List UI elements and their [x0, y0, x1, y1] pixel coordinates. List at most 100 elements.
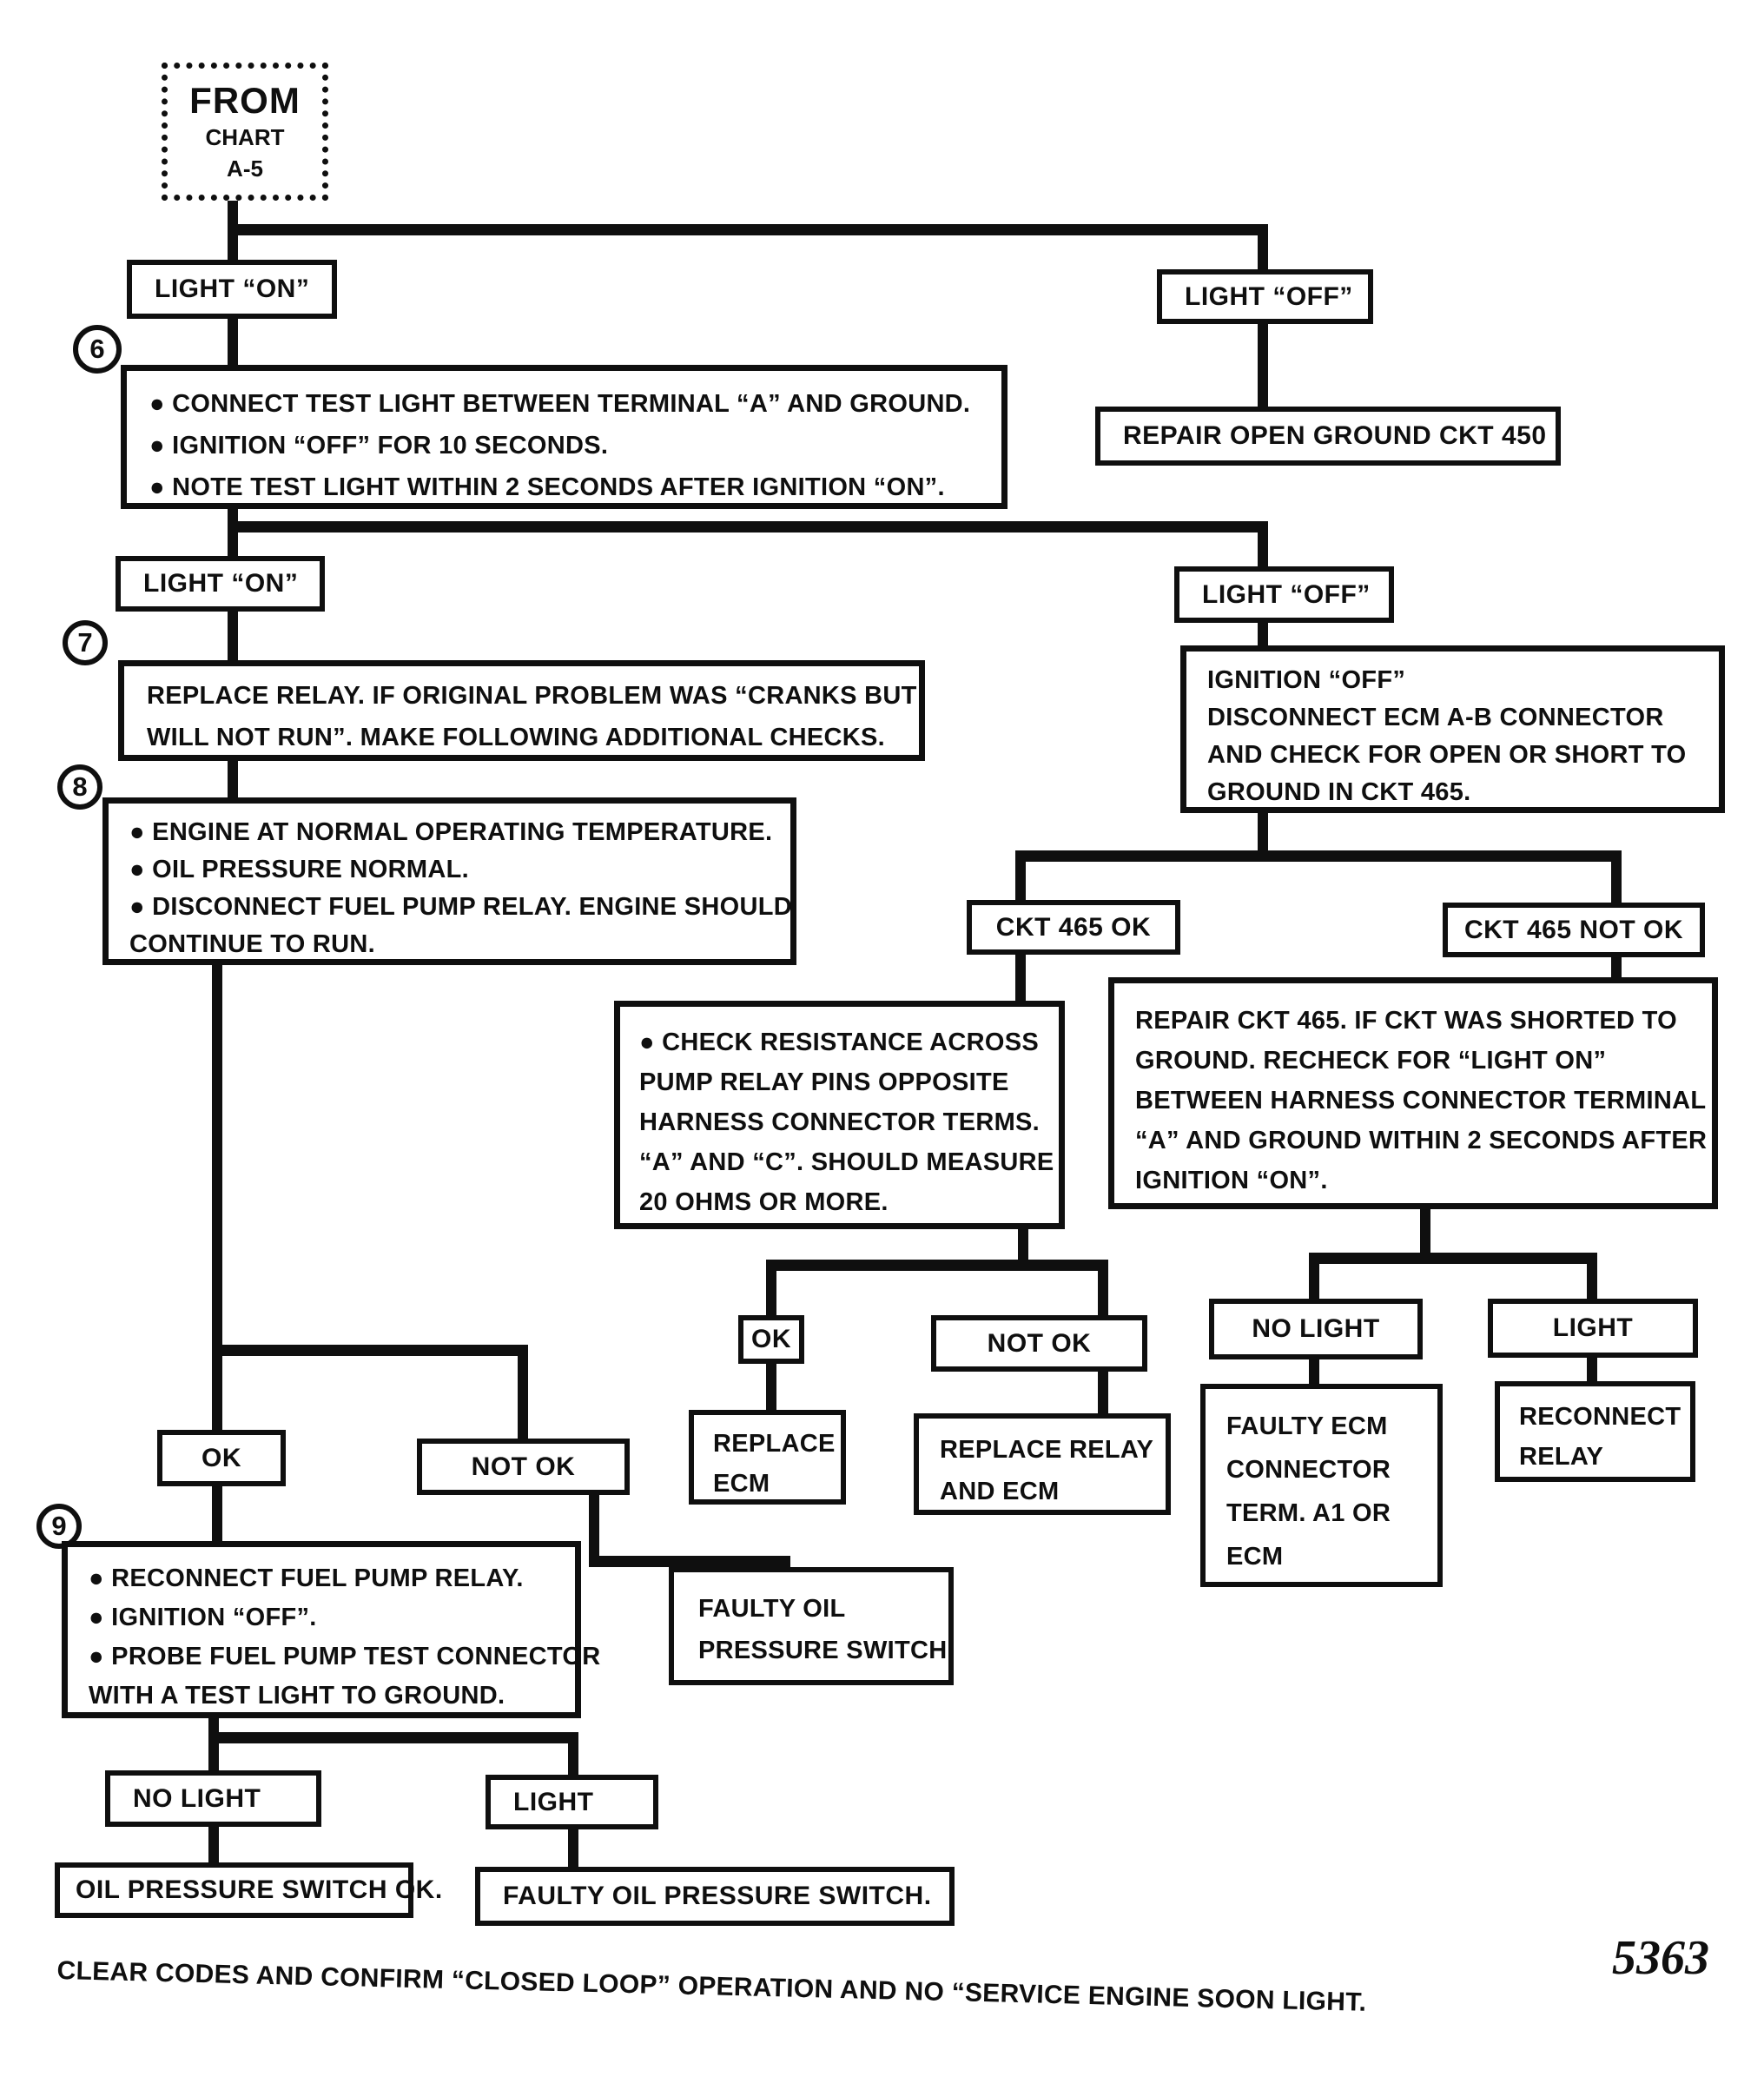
node-light-on-1: LIGHT “ON” [127, 260, 337, 319]
connector-ckt-split-horizontal [1015, 850, 1622, 862]
connector-lightb-to-faultyoil2 [568, 1828, 578, 1869]
node-step7-replace-relay: REPLACE RELAY. IF ORIGINAL PROBLEM WAS “… [118, 660, 925, 761]
connector-to-lightoff1 [1258, 226, 1268, 273]
from-chart-line3: A-5 [227, 155, 263, 182]
step-circle-6: 6 [73, 325, 122, 374]
node-ok-mid: OK [738, 1315, 804, 1364]
replace-ecm-line2: ECM [713, 1470, 770, 1498]
figure-number: 5363 [1612, 1931, 1709, 1985]
node-repair-open-ground-ckt450: REPAIR OPEN GROUND CKT 450 [1095, 407, 1561, 466]
step7-line1: REPLACE RELAY. IF ORIGINAL PROBLEM WAS “… [147, 682, 917, 710]
step8-line4: CONTINUE TO RUN. [129, 930, 375, 958]
connector-notokleft-horizontal [589, 1556, 790, 1567]
node-replace-relay-and-ecm: REPLACE RELAY AND ECM [914, 1413, 1171, 1515]
replace-relay-ecm-line1: REPLACE RELAY [940, 1436, 1154, 1464]
repair465-line5: IGNITION “ON”. [1135, 1167, 1328, 1194]
repair465-line1: REPAIR CKT 465. IF CKT WAS SHORTED TO [1135, 1007, 1677, 1035]
connector-lighton2-to-step7 [228, 610, 238, 662]
step6-line3: ● NOTE TEST LIGHT WITHIN 2 SECONDS AFTER… [149, 473, 945, 501]
node-light-off-1: LIGHT “OFF” [1157, 269, 1373, 324]
reconnect-relay-line1: RECONNECT [1519, 1403, 1681, 1431]
footer-caption: CLEAR CODES AND CONFIRM “CLOSED LOOP” OP… [56, 1956, 1367, 2017]
connector-cktnotok-to-repair465 [1611, 956, 1622, 979]
connector-okleft-to-step9 [212, 1485, 222, 1543]
node-ckt465-not-ok: CKT 465 NOT OK [1443, 903, 1705, 957]
node-step8-engine-checks: ● ENGINE AT NORMAL OPERATING TEMPERATURE… [102, 797, 796, 965]
connector-to-light-right [1587, 1257, 1597, 1300]
node-no-light-bottom: NO LIGHT [105, 1770, 321, 1827]
connector-lightoff1-to-repair [1258, 322, 1268, 408]
connector-step6-to-lighton2 [228, 507, 238, 559]
node-light-right: LIGHT [1488, 1299, 1698, 1358]
faulty-ecm-line4: ECM [1226, 1543, 1284, 1571]
node-reconnect-relay: RECONNECT RELAY [1495, 1381, 1695, 1482]
node-ckt465-ok: CKT 465 OK [967, 900, 1180, 955]
node-faulty-oil-pressure-switch-2: FAULTY OIL PRESSURE SWITCH. [475, 1867, 955, 1926]
faulty-oil-line2: PRESSURE SWITCH [698, 1637, 948, 1664]
step9-line4: WITH A TEST LIGHT TO GROUND. [89, 1682, 505, 1710]
node-repair-ckt465: REPAIR CKT 465. IF CKT WAS SHORTED TO GR… [1108, 977, 1718, 1209]
connector-nolight-split-horizontal [1309, 1253, 1597, 1264]
node-step6-instructions: ● CONNECT TEST LIGHT BETWEEN TERMINAL “A… [121, 365, 1008, 509]
connector-cktok-to-check [1015, 953, 1026, 1002]
node-faulty-oil-pressure-switch: FAULTY OIL PRESSURE SWITCH [669, 1567, 954, 1685]
connector-to-ok-mid [766, 1264, 776, 1317]
connector-lightoff2-to-ignbox [1258, 621, 1268, 647]
connector-ignbox-down [1258, 811, 1268, 862]
node-faulty-ecm-connector: FAULTY ECM CONNECTOR TERM. A1 OR ECM [1200, 1384, 1443, 1587]
connector-to-notok-mid [1098, 1264, 1108, 1317]
connector-bottom-split-horizontal [208, 1732, 578, 1743]
connector-to-nolight-right [1309, 1257, 1319, 1300]
faulty-ecm-line2: CONNECTOR [1226, 1456, 1391, 1484]
step8-line3: ● DISCONNECT FUEL PUMP RELAY. ENGINE SHO… [129, 893, 793, 921]
connector-to-notok-left [518, 1348, 528, 1442]
from-chart-line2: CHART [205, 123, 285, 150]
repair465-line2: GROUND. RECHECK FOR “LIGHT ON” [1135, 1047, 1607, 1075]
connector-notokmid-to-replacerelay [1098, 1370, 1108, 1415]
reconnect-relay-line2: RELAY [1519, 1443, 1604, 1471]
connector-second-split-horizontal [228, 521, 1268, 532]
connector-okmid-split-horizontal [766, 1260, 1108, 1271]
faulty-oil-line1: FAULTY OIL [698, 1595, 846, 1623]
check-res-line3: HARNESS CONNECTOR TERMS. [639, 1108, 1041, 1136]
step6-line1: ● CONNECT TEST LIGHT BETWEEN TERMINAL “A… [149, 390, 971, 418]
replace-ecm-line1: REPLACE [713, 1430, 836, 1458]
connector-lighton1-to-step6 [228, 318, 238, 367]
replace-relay-ecm-line2: AND ECM [940, 1478, 1060, 1505]
start-node-from-chart-a5: FROM CHART A-5 [162, 63, 328, 201]
connector-to-lightoff2 [1258, 525, 1268, 570]
step9-line3: ● PROBE FUEL PUMP TEST CONNECTOR [89, 1643, 601, 1670]
ignition-off-line4: GROUND IN CKT 465. [1207, 778, 1471, 806]
check-res-line2: PUMP RELAY PINS OPPOSITE [639, 1068, 1009, 1096]
node-replace-ecm: REPLACE ECM [689, 1410, 846, 1505]
check-res-line4: “A” AND “C”. SHOULD MEASURE [639, 1148, 1054, 1176]
node-not-ok-mid: NOT OK [931, 1315, 1147, 1372]
connector-repair465-down [1420, 1207, 1430, 1261]
ignition-off-line1: IGNITION “OFF” [1207, 666, 1406, 694]
node-step9-probe-fuel-pump: ● RECONNECT FUEL PUMP RELAY. ● IGNITION … [62, 1541, 601, 1718]
node-light-on-2: LIGHT “ON” [116, 556, 325, 612]
repair465-line4: “A” AND GROUND WITHIN 2 SECONDS AFTER [1135, 1127, 1708, 1154]
step8-line1: ● ENGINE AT NORMAL OPERATING TEMPERATURE… [129, 818, 773, 846]
connector-to-ckt-ok [1015, 855, 1026, 902]
step-circle-8: 8 [57, 764, 102, 810]
node-not-ok-left: NOT OK [417, 1439, 630, 1495]
connector-step8-down-long [212, 963, 222, 1433]
connector-top-split-horizontal [228, 224, 1268, 235]
step6-line2: ● IGNITION “OFF” FOR 10 SECONDS. [149, 432, 609, 460]
connector-okleft-split-horizontal [212, 1345, 528, 1356]
step9-line1: ● RECONNECT FUEL PUMP RELAY. [89, 1564, 524, 1592]
node-check-resistance: ● CHECK RESISTANCE ACROSS PUMP RELAY PIN… [614, 1001, 1065, 1229]
connector-step7-to-step8 [228, 759, 238, 801]
node-no-light-right: NO LIGHT [1209, 1299, 1423, 1359]
step9-line2: ● IGNITION “OFF”. [89, 1604, 317, 1631]
check-res-line5: 20 OHMS OR MORE. [639, 1188, 889, 1216]
node-ok-left: OK [157, 1430, 286, 1486]
connector-to-ckt-not-ok [1611, 855, 1622, 904]
connector-okmid-to-replaceecm [766, 1362, 776, 1412]
from-chart-line1: FROM [189, 79, 301, 121]
step8-line2: ● OIL PRESSURE NORMAL. [129, 856, 469, 883]
node-light-off-2: LIGHT “OFF” [1174, 566, 1394, 623]
faulty-ecm-line1: FAULTY ECM [1226, 1412, 1388, 1440]
